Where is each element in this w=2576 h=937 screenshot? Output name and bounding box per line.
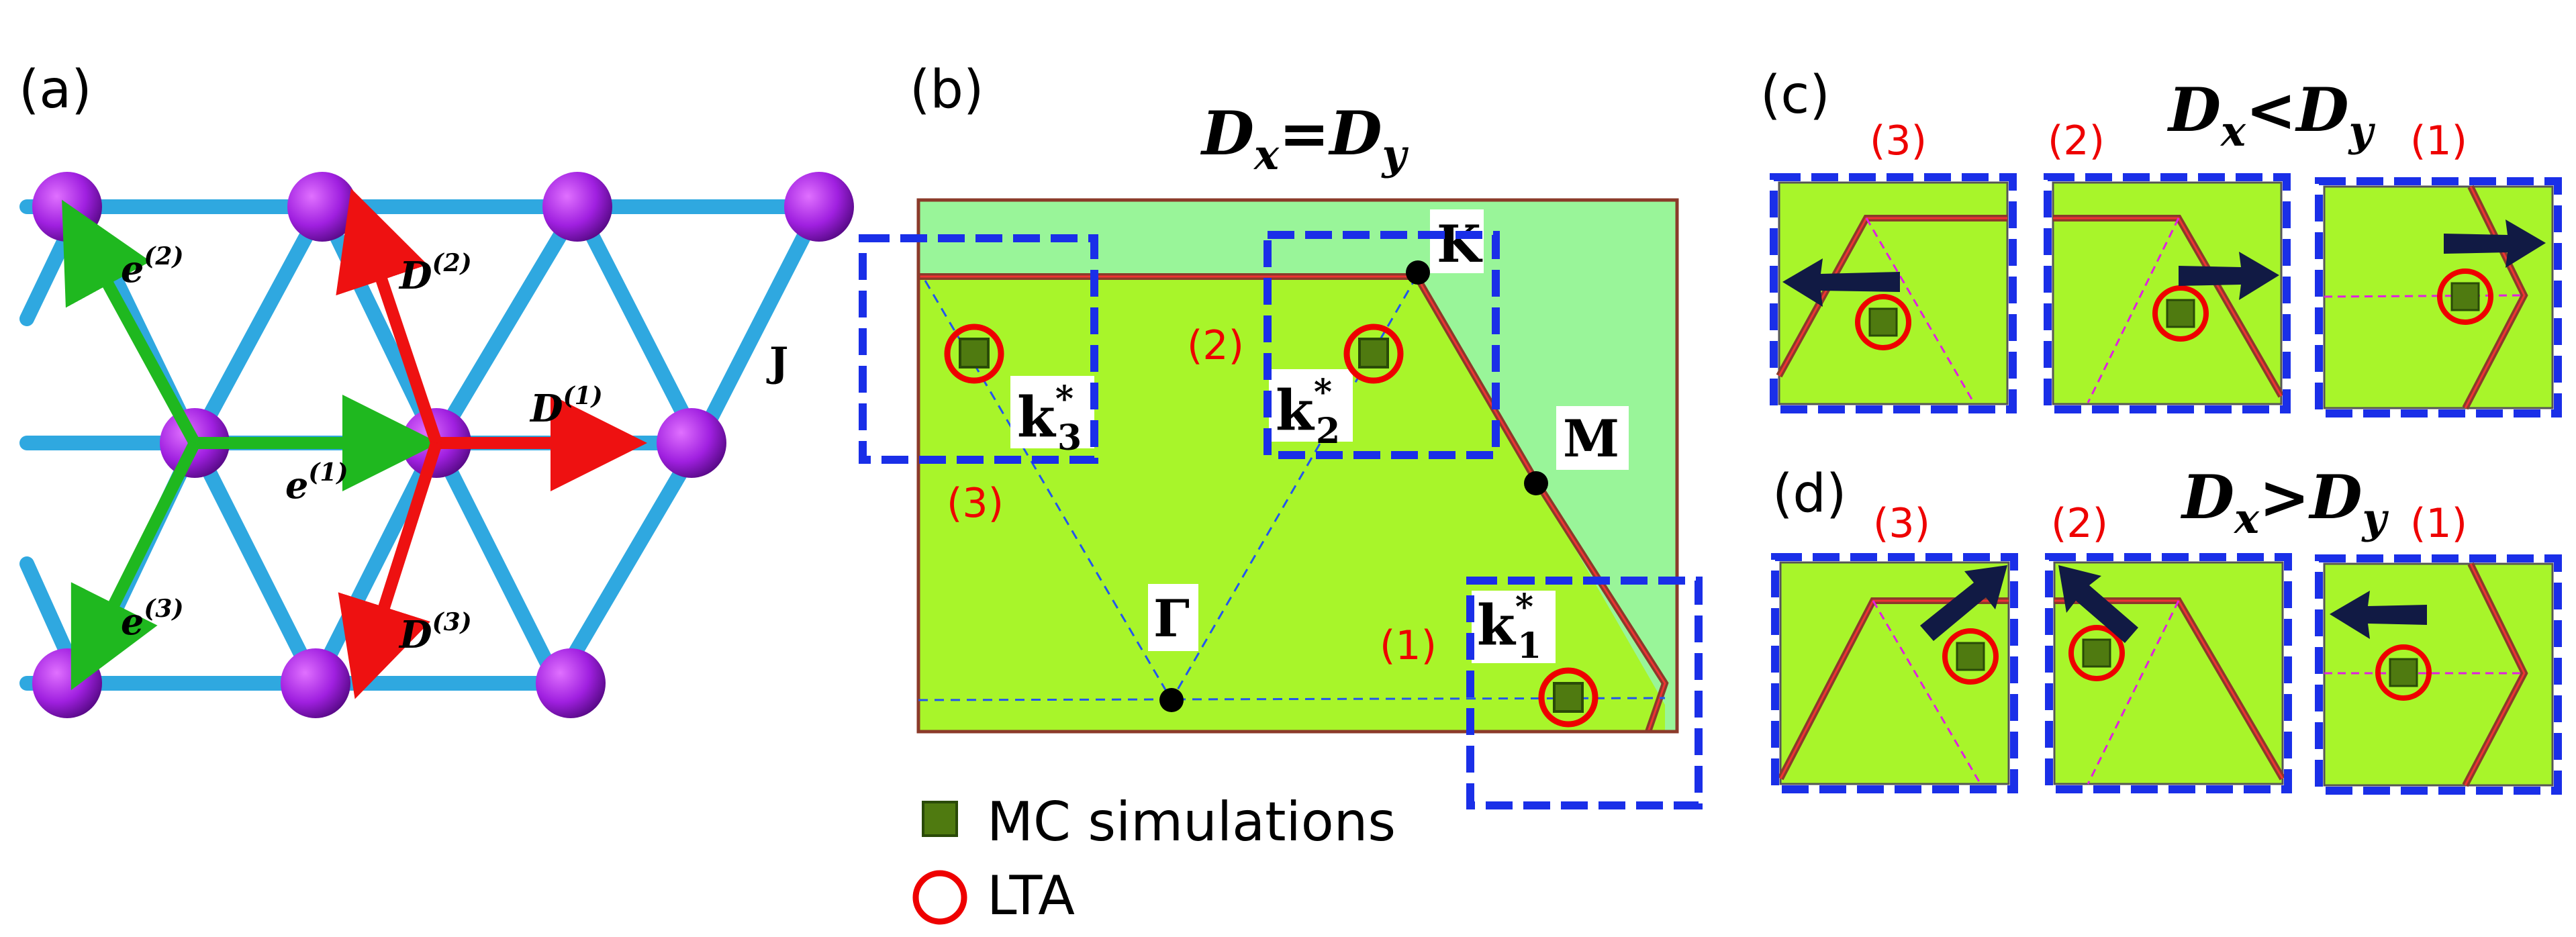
panel-d-box-3 (1771, 553, 2018, 793)
spin-arrow-left-icon (1782, 258, 1900, 307)
svg-text:M: M (1563, 409, 1619, 469)
panel-d-r2: (2) (2051, 500, 2108, 547)
legend-mc-label: MC simulations (987, 791, 1396, 853)
svg-text:(1): (1) (1380, 622, 1437, 669)
Gamma-point (1159, 688, 1184, 712)
svg-text:e(1): e(1) (285, 458, 348, 507)
panel-d-r3: (3) (1873, 500, 1930, 547)
region-boxes (859, 231, 1703, 809)
svg-text:D(3): D(3) (398, 608, 472, 657)
svg-text:(2): (2) (1187, 322, 1244, 369)
panel-d-box-1 (2315, 554, 2562, 795)
D-vectors (336, 188, 647, 699)
M-point (1524, 471, 1548, 495)
legend-lta-marker (912, 870, 967, 925)
svg-text:e(2): e(2) (121, 242, 183, 291)
lattice-labels: e(2) e(1) e(3) D(2) D(1) D(3) J (121, 242, 788, 657)
svg-text:K: K (1437, 214, 1483, 274)
panel-b-label: (b) (910, 60, 984, 120)
legend-lta-label: LTA (987, 865, 1075, 927)
point-labels: K M Γ (1148, 209, 1629, 651)
K-point (1406, 260, 1430, 285)
panel-c-r1: (1) (2410, 117, 2467, 164)
spin-arrow-up-right-icon (1920, 565, 2007, 641)
legend: MC simulations LTA (912, 791, 1396, 927)
svg-text:k*3: k*3 (1017, 379, 1082, 458)
panel-c-label: (c) (1760, 65, 1830, 126)
svg-text:(3): (3) (947, 480, 1004, 527)
svg-text:D(1): D(1) (529, 382, 603, 431)
panel-c-r3: (3) (1870, 117, 1927, 164)
svg-text:J: J (766, 339, 788, 386)
spin-arrow-right-icon (2179, 252, 2279, 300)
panel-d-box-2 (2045, 553, 2292, 793)
panel-d-label: (d) (1772, 464, 1846, 524)
panel-d-title: Dx>Dy (2180, 462, 2389, 543)
e-vectors (62, 199, 439, 691)
panel-b-title: Dx=Dy (1200, 98, 1409, 179)
panel-c-box-1 (2315, 177, 2562, 417)
panel-a-label: (a) (19, 60, 92, 120)
svg-text:k*1: k*1 (1477, 587, 1541, 667)
panel-c-title: Dx<Dy (2166, 75, 2375, 156)
k-star-labels: k*3 k*2 k*1 (1010, 369, 1556, 667)
high-symmetry-points (1159, 260, 1548, 712)
panel-c-box-3 (1770, 173, 2017, 413)
legend-mc-marker (922, 801, 958, 837)
lta-markers (944, 324, 1599, 728)
spin-arrow-up-left-icon (2058, 565, 2138, 643)
svg-text:e(3): e(3) (121, 595, 183, 643)
svg-text:Γ: Γ (1153, 589, 1190, 648)
spin-arrow-left-icon (2330, 591, 2427, 639)
mc-markers (959, 338, 1584, 713)
svg-text:k*2: k*2 (1276, 372, 1340, 452)
panel-c-r2: (2) (2048, 117, 2105, 164)
svg-text:D(2): D(2) (398, 249, 472, 298)
spin-arrow-right-icon (2444, 219, 2546, 268)
panel-c-box-2 (2044, 173, 2291, 413)
panel-d-r1: (1) (2410, 500, 2467, 547)
region-labels: (3) (2) (1) (947, 322, 1437, 669)
